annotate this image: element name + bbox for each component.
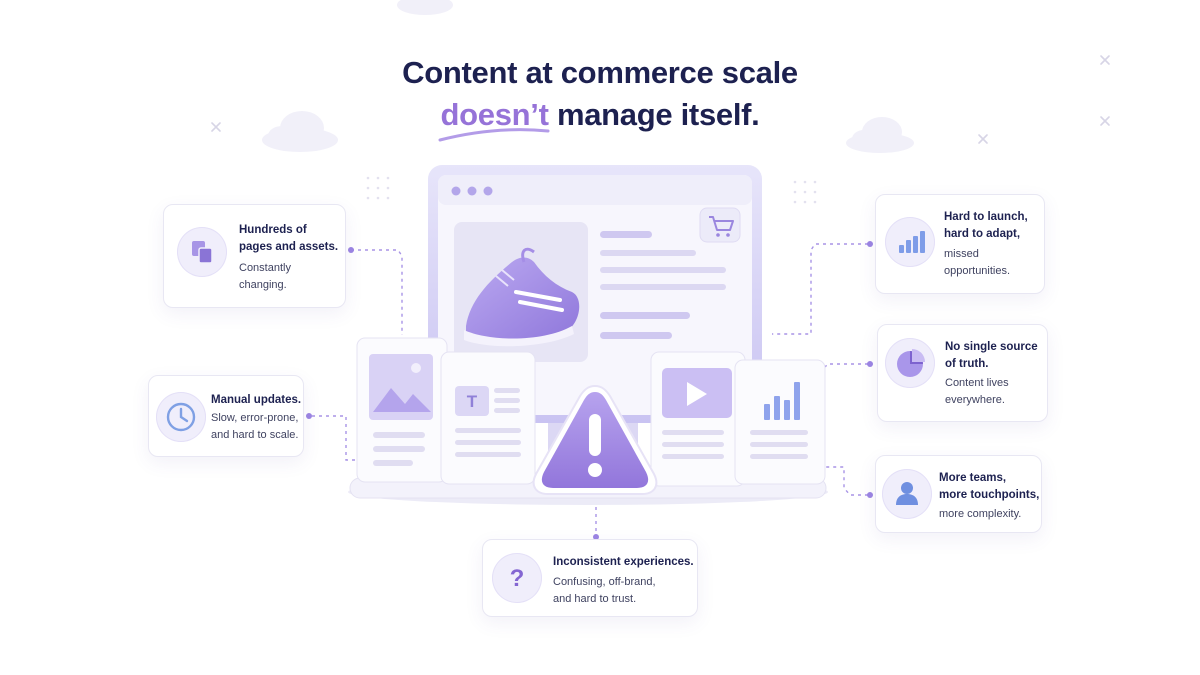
bar-chart-icon: [764, 382, 800, 420]
sneaker-image: [464, 247, 580, 347]
headline-rest: manage itself.: [548, 97, 760, 132]
card-inconsistent-title: Inconsistent experiences.: [553, 556, 694, 568]
play-icon: [687, 382, 707, 406]
card-hard-to-launch: Hard to launch, hard to adapt, missed op…: [875, 194, 1045, 294]
card-single-source: No single source of truth. Content lives…: [877, 324, 1048, 422]
cart-icon: [699, 207, 741, 243]
card-launch-body: missed opportunities.: [944, 248, 1011, 277]
card-manual-body: Slow, error-prone, and hard to scale.: [211, 412, 299, 441]
question-icon: ?: [492, 553, 542, 603]
card-teams-body: more complexity.: [939, 508, 1022, 520]
image-icon: [373, 388, 431, 412]
pie-chart-icon: [885, 338, 935, 388]
card-inconsistent-body: Confusing, off-brand, and hard to trust.: [553, 576, 656, 605]
card-pages-assets: Hundreds of pages and assets. Constantly…: [163, 204, 346, 308]
card-inconsistent: ? Inconsistent experiences. Confusing, o…: [482, 539, 698, 617]
card-truth-body: Content lives everywhere.: [945, 377, 1009, 406]
card-more-teams: More teams, more touchpoints, more compl…: [875, 455, 1042, 533]
warning-icon: [532, 384, 658, 495]
doc-card-chart: [734, 359, 826, 485]
card-truth-title: No single source of truth.: [945, 341, 1038, 370]
headline-accent-word: doesn’t: [440, 97, 549, 132]
clock-icon: [156, 392, 206, 442]
person-icon: [882, 469, 932, 519]
bar-chart-icon: [885, 217, 935, 267]
card-launch-title: Hard to launch, hard to adapt,: [944, 211, 1028, 240]
card-pages-title: Hundreds of pages and assets.: [239, 224, 339, 253]
card-pages-body: Constantly changing.: [239, 262, 291, 291]
card-teams-title: More teams, more touchpoints,: [939, 472, 1040, 501]
card-manual-title: Manual updates.: [211, 394, 302, 406]
pages-icon: [177, 227, 227, 277]
card-manual-updates: Manual updates. Slow, error-prone, and h…: [148, 375, 304, 457]
headline-line-1: Content at commerce scale: [402, 55, 798, 90]
text-t-glyph: T: [467, 392, 478, 411]
svg-text:?: ?: [510, 565, 525, 592]
text-t-icon: [455, 386, 489, 416]
doc-card-video: [650, 351, 746, 487]
doc-card-image: [356, 337, 448, 483]
doc-card-text: T: [440, 351, 536, 485]
headline-line-2: doesn’t manage itself.: [0, 95, 1200, 135]
